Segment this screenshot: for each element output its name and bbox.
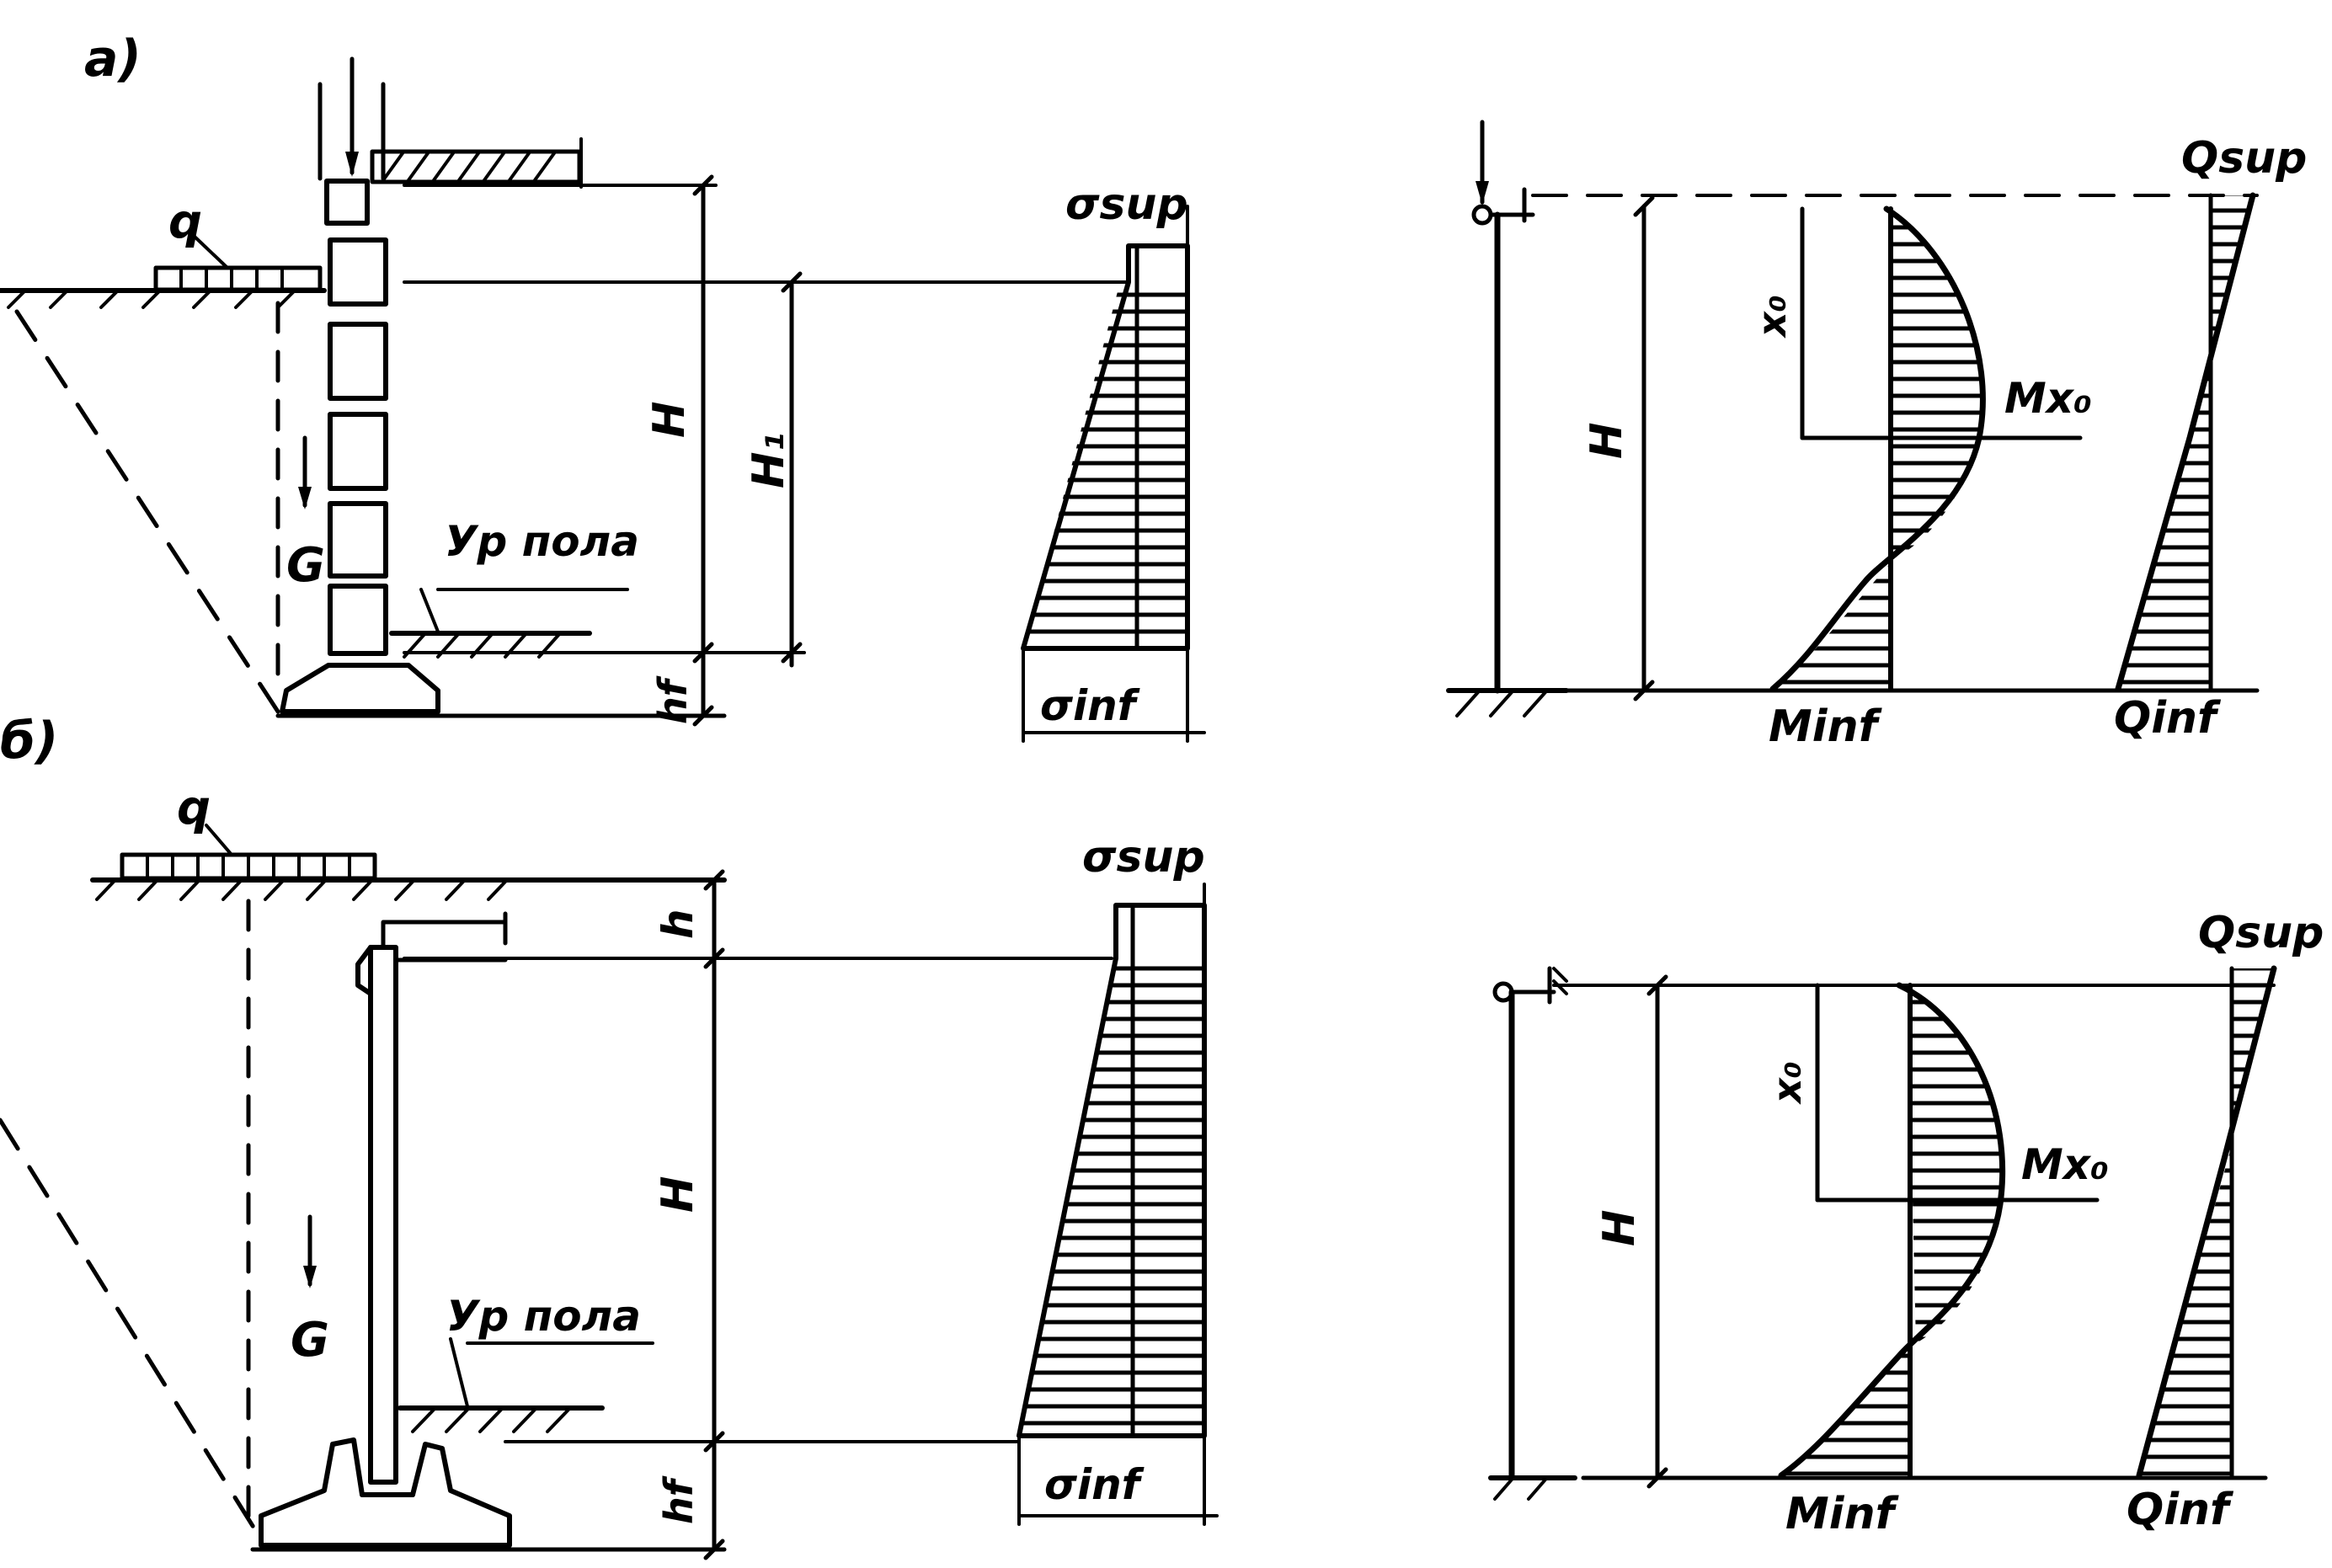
panel-a-weight-label: G bbox=[286, 538, 325, 593]
panel-b-moment-diagram: x₀ Mx₀ Minf bbox=[1764, 982, 2109, 1539]
panel-a: a) q bbox=[0, 29, 2307, 752]
panel-b-ground bbox=[90, 877, 727, 901]
panel-a-height1-label: H₁ bbox=[744, 433, 794, 488]
panel-b-footing-label: hf bbox=[656, 1475, 702, 1524]
panel-b-sigma-sup: σsup bbox=[1082, 832, 1205, 883]
panel-b-floor: Ур пола bbox=[398, 1292, 654, 1433]
panel-a-failure-wedge bbox=[14, 309, 280, 714]
panel-a-sigma-inf: σinf bbox=[1040, 681, 1140, 730]
panel-a-x0-label: x₀ bbox=[1749, 295, 1795, 339]
panel-b-dimensions: h H hf bbox=[403, 869, 1113, 1560]
panel-b-surcharge-load: q bbox=[120, 781, 377, 881]
panel-b-qsup-label: Qsup bbox=[2198, 908, 2324, 958]
panel-a-floor: Ур пола bbox=[389, 517, 639, 659]
panel-a-footing-label: hf bbox=[650, 675, 696, 724]
panel-b-sigma-inf: σinf bbox=[1044, 1460, 1145, 1509]
panel-b-weight-arrow: G bbox=[291, 1214, 329, 1368]
panel-a-floor-label: Ур пола bbox=[445, 517, 639, 566]
panel-b-shear-diagram: Qsup Qinf bbox=[2127, 908, 2324, 1535]
panel-b-qinf-label: Qinf bbox=[2127, 1485, 2234, 1535]
panel-b-minf-label: Minf bbox=[1785, 1489, 1900, 1539]
panel-a-mmax-label: Mx₀ bbox=[2004, 374, 2092, 423]
panel-a-minf-label: Minf bbox=[1769, 701, 1883, 752]
panel-b-mmax-label: Mx₀ bbox=[2021, 1140, 2109, 1189]
panel-b: б) q G bbox=[0, 712, 2324, 1560]
panel-a-roof-slab bbox=[370, 137, 583, 189]
panel-b-static-scheme: H bbox=[1488, 966, 2276, 1501]
panel-a-static-scheme: H bbox=[1446, 120, 2260, 717]
panel-a-shear-diagram: Qsup Qinf bbox=[2114, 133, 2307, 744]
panel-a-qsup-label: Qsup bbox=[2181, 133, 2307, 184]
panel-b-failure-wedge bbox=[0, 1117, 259, 1535]
panel-b-height-label: H bbox=[653, 1176, 703, 1213]
panel-a-moment-diagram: x₀ Mx₀ Minf bbox=[1749, 205, 2092, 752]
panel-a-block-wall bbox=[318, 82, 388, 656]
panel-a-letter: a) bbox=[84, 29, 141, 88]
panel-b-footing bbox=[259, 1437, 512, 1548]
panel-a-ground bbox=[0, 288, 327, 309]
panel-b-x0-label: x₀ bbox=[1764, 1061, 1810, 1105]
panel-a-dimensions: H H₁ hf bbox=[403, 174, 1130, 727]
panel-a-sigma-sup: σsup bbox=[1065, 179, 1188, 230]
panel-b-wall-panel bbox=[355, 911, 508, 1485]
panel-a-qinf-label: Qinf bbox=[2114, 693, 2222, 744]
panel-b-load-label: q bbox=[177, 781, 211, 835]
panel-b-weight-label: G bbox=[291, 1313, 329, 1368]
panel-b-top-depth-label: h bbox=[654, 909, 702, 939]
panel-a-surcharge-load: q bbox=[153, 195, 323, 292]
panel-a-load-label: q bbox=[168, 195, 202, 249]
panel-a-top-load-arrow bbox=[345, 56, 359, 177]
panel-a-pressure-diagram: σsup σinf bbox=[1021, 179, 1206, 743]
panel-b-pressure-diagram: σsup σinf bbox=[1017, 832, 1219, 1526]
panel-a-footing bbox=[280, 663, 440, 714]
panel-a-weight-arrow: G bbox=[286, 435, 325, 593]
panel-b-scheme-height-label: H bbox=[1594, 1209, 1645, 1246]
panel-b-floor-label: Ур пола bbox=[446, 1292, 641, 1341]
panel-a-scheme-height-label: H bbox=[1582, 422, 1632, 459]
panel-b-letter: б) bbox=[0, 712, 58, 771]
panel-a-height-label: H bbox=[644, 401, 695, 438]
